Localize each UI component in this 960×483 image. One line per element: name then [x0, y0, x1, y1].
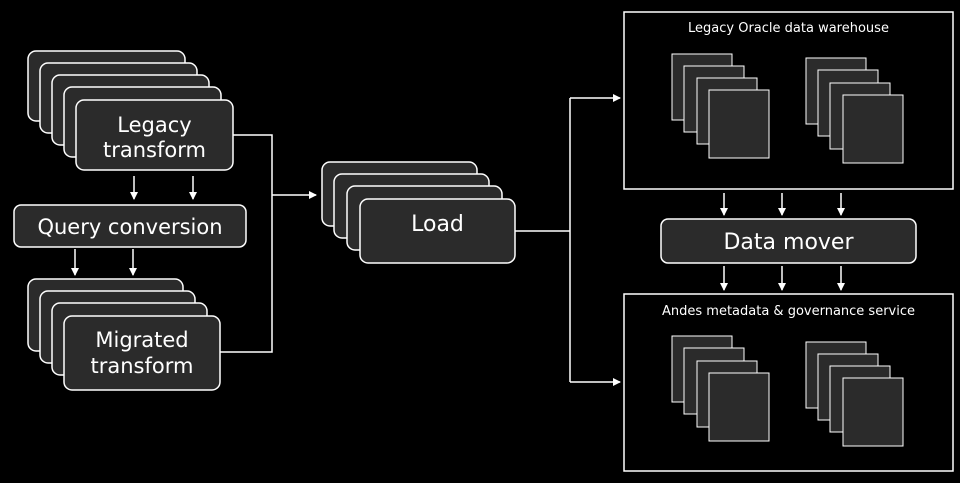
warehouse-table-stack-2 [805, 57, 904, 164]
migrated-transform-box [63, 315, 221, 391]
legacy-oracle-warehouse-container [623, 11, 954, 190]
query-conversion-box [13, 204, 247, 248]
legacy-oracle-warehouse-title: Legacy Oracle data warehouse [688, 21, 889, 36]
migrated-transform-label: Migrated transform [90, 328, 194, 378]
load-label: Load [411, 212, 464, 237]
legacy-transform-label: Legacy transform [103, 113, 206, 162]
connector-migrated-to-load [220, 195, 273, 353]
query-conversion-label: Query conversion [37, 215, 223, 239]
andes-table-stack-1 [671, 335, 770, 442]
connector-legacy-to-load [233, 134, 273, 195]
andes-service-container [623, 293, 954, 472]
andes-table-stack-2 [805, 341, 904, 447]
migrated-transform-stack [27, 278, 221, 391]
data-mover-label: Data mover [723, 230, 854, 255]
load-stack [321, 161, 516, 264]
data-mover-box [660, 218, 917, 264]
legacy-transform-stack [27, 50, 234, 171]
andes-service-title: Andes metadata & governance service [662, 304, 915, 319]
warehouse-table-stack-1 [671, 53, 770, 159]
